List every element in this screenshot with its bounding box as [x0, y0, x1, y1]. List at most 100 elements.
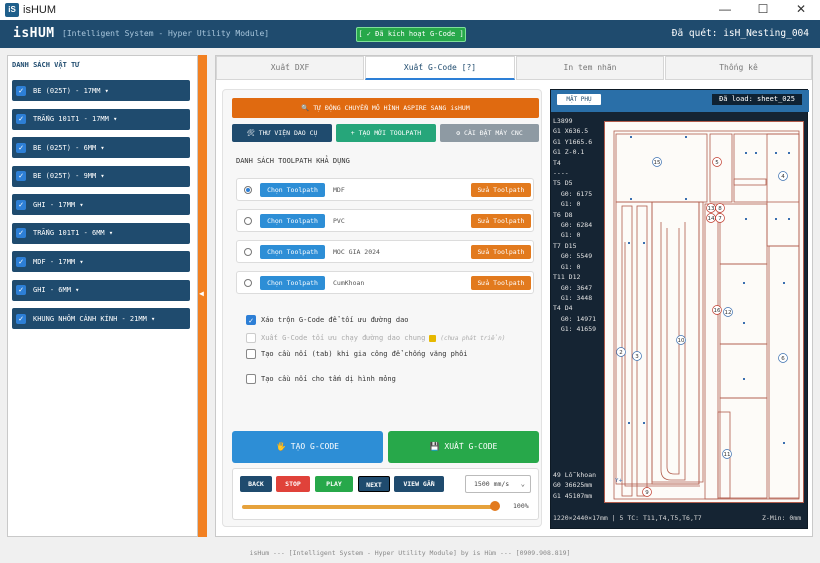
choose-toolpath-button[interactable]: Chọn Toolpath	[260, 245, 325, 259]
sheet-status: 1220×2440×17mm | 5 TC: T11,T4,T5,T6,T7	[553, 514, 702, 522]
tab-print-labels[interactable]: In tem nhãn	[516, 56, 664, 80]
edit-toolpath-button[interactable]: Sửa Toolpath	[471, 183, 531, 197]
generate-gcode-button[interactable]: 🖐 TẠO G-CODE	[232, 431, 383, 463]
gcode-line: G0: 14971	[553, 314, 597, 323]
toolpath-radio[interactable]	[244, 279, 252, 287]
view-close-button[interactable]: VIEW GẦN	[394, 476, 444, 492]
part-label: 11	[722, 449, 732, 459]
gcode-line: G1 X636.5	[553, 127, 589, 136]
part-label: 15	[652, 157, 662, 167]
tab-export-gcode[interactable]: Xuất G-Code [?]	[365, 56, 515, 80]
svg-text:13: 13	[708, 206, 715, 212]
toolpath-row: Chọn Toolpath CumKhoan Sửa Toolpath	[236, 271, 534, 294]
choose-toolpath-button[interactable]: Chọn Toolpath	[260, 276, 325, 290]
activation-badge: [ ✓ Đã kích hoạt G-Code ]	[356, 27, 466, 42]
back-button[interactable]: BACK	[240, 476, 272, 492]
checkbox-checked-icon[interactable]: ✓	[16, 256, 26, 267]
app-header: isHUM [Intelligent System - Hyper Utilit…	[0, 20, 820, 48]
convert-aspire-button[interactable]: 🔍 TỰ ĐỘNG CHUYỂN MÔ HÌNH ASPIRE SANG isH…	[232, 98, 539, 118]
gcode-line: T6 D8	[553, 210, 573, 219]
close-button[interactable]: ✕	[795, 2, 807, 16]
drill-line: 49 Lỗ khoan	[553, 471, 597, 479]
edit-toolpath-button[interactable]: Sửa Toolpath	[471, 245, 531, 259]
toolpath-name: CumKhoan	[333, 279, 365, 287]
new-toolpath-button[interactable]: + TẠO MỚI TOOLPATH	[336, 124, 436, 142]
gcode-line: G0: 6284	[553, 221, 593, 230]
option-thin-tabs[interactable]: Tạo cầu nối cho tấm dị hình mỏng	[246, 374, 396, 384]
checkbox-checked-icon[interactable]: ✓	[16, 85, 26, 96]
choose-toolpath-button[interactable]: Chọn Toolpath	[260, 183, 325, 197]
toolpath-row: Chọn Toolpath MDF Sửa Toolpath	[236, 178, 534, 201]
face-toggle-button[interactable]: MẶT PHỤ	[557, 94, 601, 105]
toolpath-radio[interactable]	[244, 248, 252, 256]
edit-toolpath-button[interactable]: Sửa Toolpath	[471, 214, 531, 228]
material-label: GHI - 17MM ▾	[33, 200, 84, 209]
svg-text:7: 7	[718, 216, 722, 222]
option-create-tabs[interactable]: Tạo cầu nối (tab) khi gia công để chống …	[246, 349, 468, 359]
brand-logo: isHUM	[13, 26, 55, 41]
material-item[interactable]: ✓MDF - 17MM ▾	[12, 251, 190, 272]
toolpath-name: PVC	[333, 217, 345, 225]
checkbox-icon[interactable]	[246, 374, 256, 384]
svg-text:Y+: Y+	[614, 478, 623, 484]
toolpath-row: Chọn Toolpath PVC Sửa Toolpath	[236, 209, 534, 232]
part-label: 14	[706, 213, 716, 223]
tab-statistics[interactable]: Thống kê	[665, 56, 812, 80]
cnc-settings-button[interactable]: ⚙ CÀI ĐẶT MÁY CNC	[440, 124, 539, 142]
checkbox-checked-icon[interactable]: ✓	[16, 199, 26, 210]
gcode-line: T4 D4	[553, 304, 573, 313]
collapse-sidebar-button[interactable]: ◀	[198, 55, 207, 537]
minimize-button[interactable]: —	[719, 2, 731, 16]
material-item[interactable]: ✓TRẮNG 101T1 - 17MM ▾	[12, 108, 190, 130]
material-item[interactable]: ✓BE (025T) - 9MM ▾	[12, 165, 190, 187]
checkbox-checked-icon[interactable]: ✓	[16, 313, 26, 324]
tool-library-button[interactable]: 🛠 THƯ VIỆN DAO CỤ	[232, 124, 332, 142]
gcode-line: T11 D12	[553, 273, 581, 282]
checkbox-checked-icon[interactable]: ✓	[16, 114, 26, 124]
gcode-line: G1: 41659	[553, 325, 597, 334]
option-shuffle-gcode[interactable]: ✓ Xáo trộn G-Code để tối ưu đường dao	[246, 315, 409, 325]
play-button[interactable]: PLAY	[315, 476, 353, 492]
scan-status: Đã quét: isH_Nesting_004	[671, 28, 809, 39]
svg-text:11: 11	[724, 452, 731, 458]
material-item[interactable]: ✓KHUNG NHÔM CÁNH KÍNH - 21MM ▾	[12, 308, 190, 329]
svg-text:8: 8	[718, 206, 722, 212]
gcode-line: G1 Y1665.6	[553, 137, 593, 146]
checkbox-checked-icon[interactable]: ✓	[16, 285, 26, 295]
speed-select[interactable]: 1500 mm/s⌄	[465, 475, 531, 493]
choose-toolpath-button[interactable]: Chọn Toolpath	[260, 214, 325, 228]
material-item[interactable]: ✓ BE (025T) - 6MM ▾	[12, 137, 190, 158]
svg-text:9: 9	[645, 490, 649, 496]
material-item[interactable]: ✓ GHI - 17MM ▾	[12, 194, 190, 215]
progress-slider[interactable]	[242, 505, 496, 509]
material-label: BE (025T) - 17MM ▾	[33, 86, 109, 95]
gcode-line: G1 Z-0.1	[553, 148, 585, 157]
next-button[interactable]: NEXT	[358, 476, 390, 492]
material-item[interactable]: ✓TRẮNG 101T1 - 6MM ▾	[12, 222, 190, 244]
toolpath-radio[interactable]	[244, 217, 252, 225]
maximize-button[interactable]: ☐	[757, 2, 769, 16]
part-label: 9	[642, 487, 652, 497]
gcode-line: G1: 0	[553, 231, 581, 240]
material-label: BE (025T) - 6MM ▾	[33, 143, 105, 152]
edit-toolpath-button[interactable]: Sửa Toolpath	[471, 276, 531, 290]
checkbox-checked-icon[interactable]: ✓	[16, 142, 26, 153]
checkbox-checked-icon[interactable]: ✓	[16, 171, 26, 181]
toolpath-radio[interactable]	[244, 186, 252, 194]
app-icon: iS	[5, 3, 19, 17]
stop-button[interactable]: STOP	[276, 476, 310, 492]
checkbox-icon[interactable]	[246, 349, 256, 359]
part-label: 13	[706, 203, 716, 213]
material-item[interactable]: ✓ BE (025T) - 17MM ▾	[12, 80, 190, 101]
material-item[interactable]: ✓GHI - 6MM ▾	[12, 279, 190, 301]
checkbox-icon	[246, 333, 256, 343]
checkbox-checked-icon[interactable]: ✓	[246, 315, 256, 325]
window-title: isHUM	[23, 4, 56, 16]
tab-export-dxf[interactable]: Xuất DXF	[216, 56, 364, 80]
export-gcode-button[interactable]: 💾 XUẤT G-CODE	[388, 431, 539, 463]
checkbox-checked-icon[interactable]: ✓	[16, 228, 26, 238]
slider-handle[interactable]	[490, 501, 500, 511]
footer-credit: isHum --- [Intelligent System - Hyper Ut…	[249, 549, 571, 557]
